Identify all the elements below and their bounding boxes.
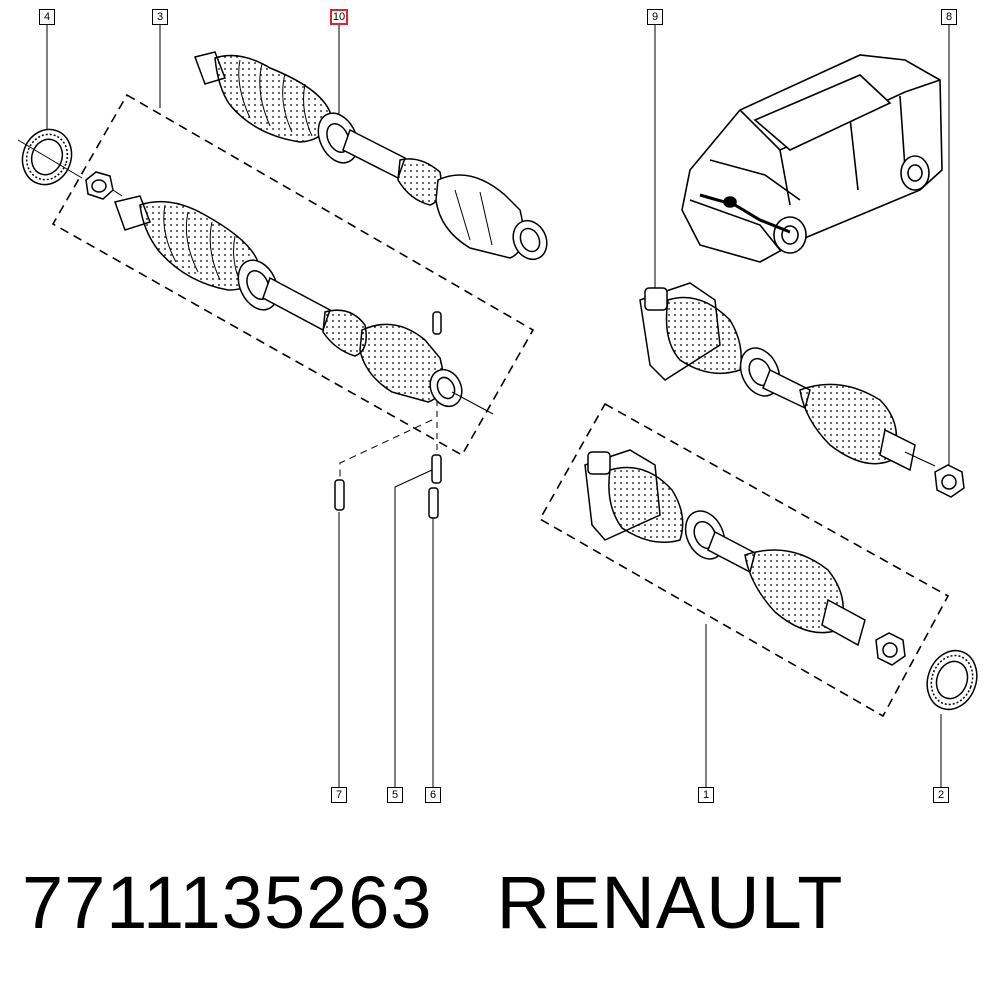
vehicle-illustration xyxy=(681,54,943,263)
drive-shaft-1 xyxy=(584,449,866,647)
callout-9: 9 xyxy=(647,9,663,25)
abs-tone-ring-left xyxy=(17,128,83,186)
part-caption: 7711135263 RENAULT xyxy=(22,858,843,948)
drive-shaft-10 xyxy=(194,51,548,261)
assembly-outline-1 xyxy=(538,402,950,718)
assembly-outline-3 xyxy=(51,93,535,457)
roll-pins xyxy=(334,311,442,519)
callout-6: 6 xyxy=(425,787,441,803)
callout-7: 7 xyxy=(331,787,347,803)
roll-pin-5 xyxy=(431,454,442,484)
leader-line-5 xyxy=(394,469,433,787)
hub-nut-right xyxy=(875,632,906,666)
callout-4: 4 xyxy=(39,9,55,25)
part-number: 7711135263 xyxy=(22,861,433,944)
drive-shaft-3 xyxy=(114,195,494,415)
callout-2: 2 xyxy=(933,787,949,803)
brand-name: RENAULT xyxy=(496,861,844,944)
drive-shaft-9 xyxy=(639,282,936,472)
roll-pin-top xyxy=(432,311,442,335)
abs-tone-ring-right xyxy=(926,649,978,711)
roll-pin-6 xyxy=(428,487,439,519)
hub-nut-8 xyxy=(934,464,965,498)
callout-8: 8 xyxy=(941,9,957,25)
roll-pin-7 xyxy=(334,479,345,511)
callout-5: 5 xyxy=(387,787,403,803)
callout-3: 3 xyxy=(152,9,168,25)
pin-axis-guide-2 xyxy=(339,419,433,477)
exploded-parts-diagram xyxy=(17,25,978,787)
callout-10-highlighted: 10 xyxy=(330,9,348,25)
hub-nut-left xyxy=(85,171,123,200)
callout-1: 1 xyxy=(698,787,714,803)
